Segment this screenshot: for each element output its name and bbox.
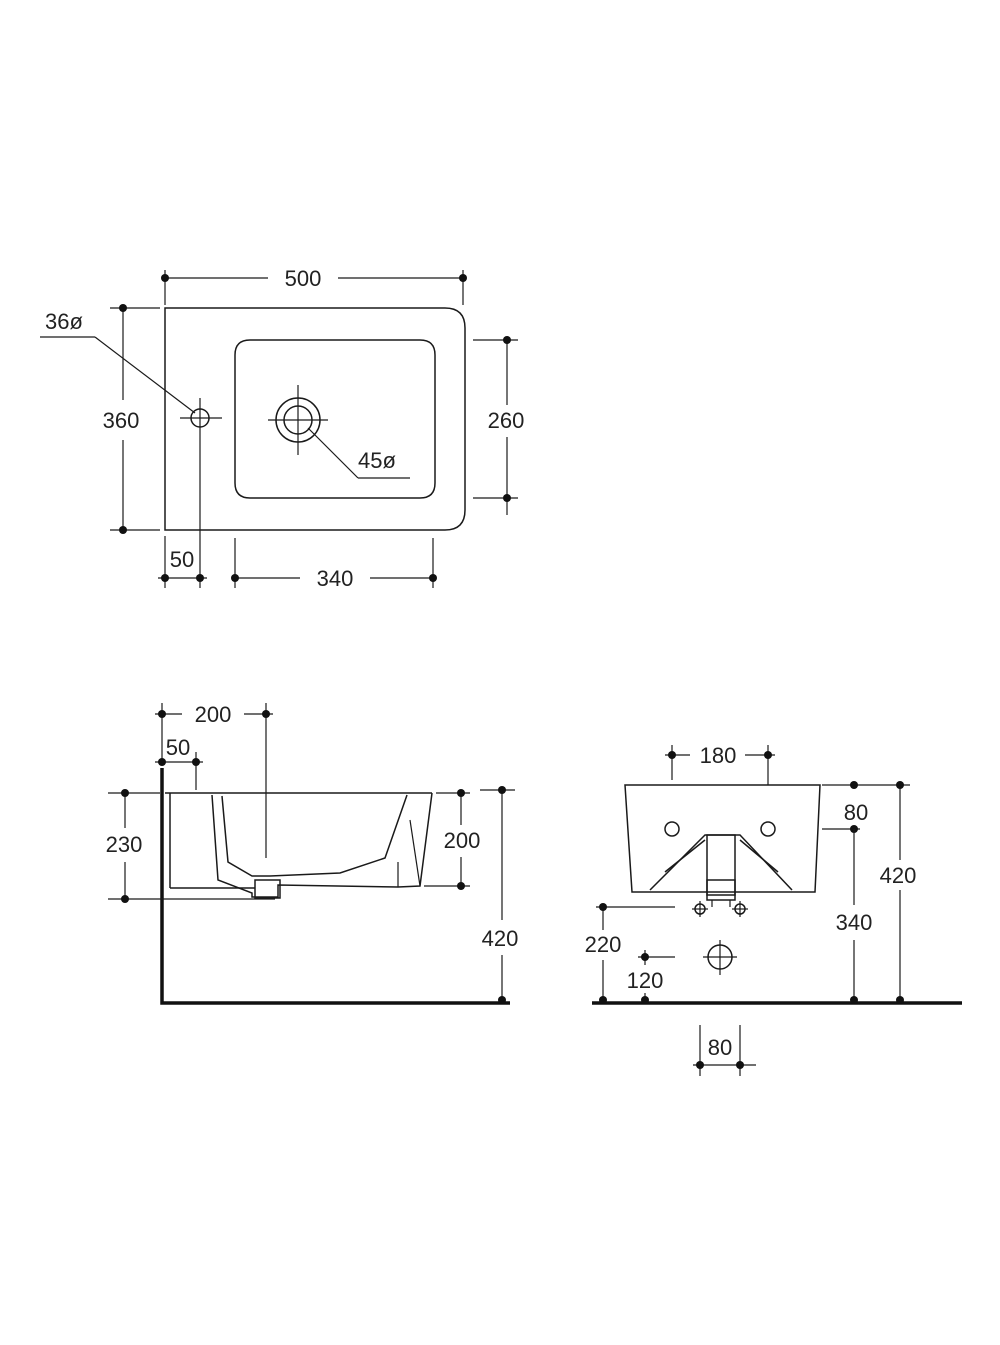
dim-label-50-side: 50 [166, 735, 190, 760]
dim-label-500: 500 [285, 266, 322, 291]
label-tap-hole-diameter: 36ø [45, 309, 83, 334]
dim-tap-offset-top: 50 [158, 438, 207, 588]
dim-label-260: 260 [488, 408, 525, 433]
dim-top-to-fixing-front: 80 [822, 781, 910, 833]
side-wall-floor [160, 768, 510, 1005]
dim-label-80-bottom: 80 [708, 1035, 732, 1060]
dim-label-360: 360 [103, 408, 140, 433]
basin-outline-top [164, 307, 466, 531]
front-view: 180 80 340 420 220 [585, 743, 962, 1076]
top-view: 500 360 260 50 [40, 266, 524, 591]
dim-label-340-top: 340 [317, 566, 354, 591]
dim-mount-height-front: 420 [880, 781, 917, 1004]
dim-label-230: 230 [106, 832, 143, 857]
trap-outlet-icon [703, 940, 737, 975]
dim-label-180: 180 [700, 743, 737, 768]
dim-bowl-height-side: 200 [424, 789, 480, 890]
dim-fixing-height-front: 340 [836, 829, 873, 1004]
dim-label-50-top: 50 [170, 547, 194, 572]
dim-label-120: 120 [627, 968, 664, 993]
dim-width-top: 500 [161, 266, 467, 305]
dim-fixing-spacing-front: 180 [665, 743, 775, 785]
dim-mount-height-side: 420 [480, 786, 518, 1004]
dim-label-200-side: 200 [444, 828, 481, 853]
dim-label-200-top-side: 200 [195, 702, 232, 727]
basin-profile-side [165, 792, 433, 899]
dim-label-80-right: 80 [844, 800, 868, 825]
side-view: 200 50 230 200 [106, 702, 518, 1005]
dim-label-420-side: 420 [482, 926, 519, 951]
fixing-bolt-icon [692, 901, 748, 917]
dim-trap-width-front: 80 [693, 1025, 756, 1076]
dim-depth-top: 360 [103, 304, 160, 534]
leader-drain-hole: 45ø [307, 427, 410, 479]
dim-front-height-side: 230 [106, 789, 275, 903]
dim-bowl-width-top: 340 [231, 538, 437, 591]
dim-label-420-front: 420 [880, 863, 917, 888]
drain-hole-icon [268, 385, 328, 455]
tap-hole-icon [180, 398, 222, 438]
label-drain-hole-diameter: 45ø [358, 448, 396, 473]
dim-trap-height-front: 120 [627, 950, 675, 1004]
bowl-outline-top [234, 339, 436, 499]
dim-drain-offset-side: 200 [155, 702, 273, 858]
leader-tap-hole: 36ø [40, 309, 196, 414]
dim-tap-offset-side: 50 [155, 735, 203, 790]
dim-waste-height-front: 220 [585, 903, 675, 1004]
dim-label-340-front: 340 [836, 910, 873, 935]
dim-label-220: 220 [585, 932, 622, 957]
basin-profile-front [624, 784, 821, 907]
dim-inner-depth-top: 260 [473, 336, 524, 515]
